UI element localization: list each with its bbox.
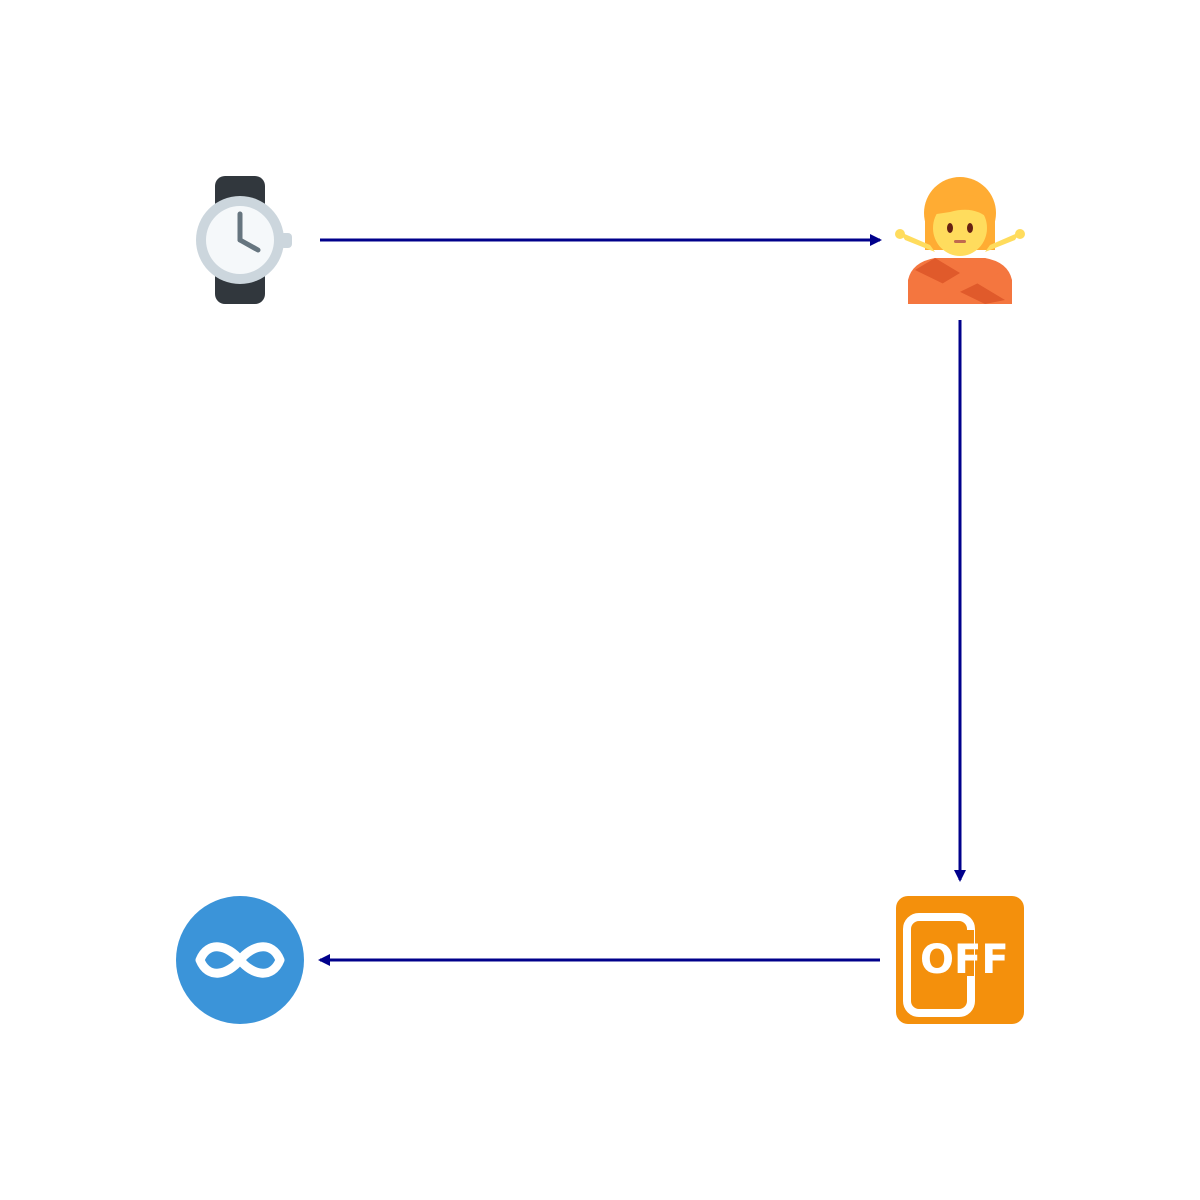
mobile-phone-off-icon: OFF — [896, 896, 1024, 1024]
infinity-icon — [176, 896, 304, 1024]
phone-off-label: OFF — [920, 937, 1009, 983]
edges — [318, 234, 966, 966]
watch-icon — [196, 176, 292, 304]
person-gesturing-no-icon — [895, 177, 1025, 304]
